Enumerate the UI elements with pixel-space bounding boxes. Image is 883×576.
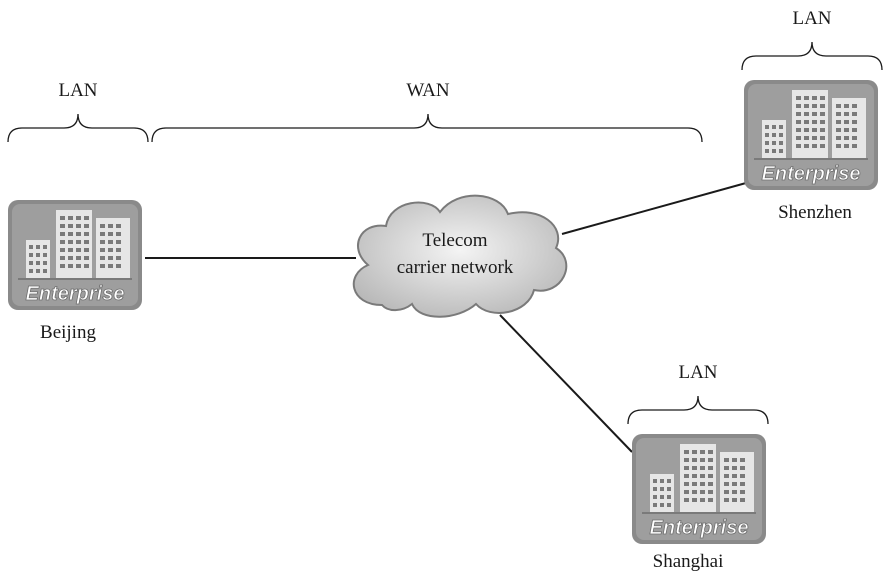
city-label-beijing: Beijing [40, 322, 96, 343]
site-beijing: Enterprise [8, 200, 142, 310]
lan-label-shanghai: LAN [678, 362, 717, 383]
wan-brace [151, 113, 703, 143]
link-cloud-shanghai [499, 314, 633, 453]
city-label-shanghai: Shanghai [653, 551, 724, 572]
enterprise-badge: Enterprise [650, 517, 749, 539]
telecom-cloud: Telecom carrier network [352, 194, 568, 318]
lan-brace-beijing [7, 113, 149, 143]
enterprise-badge: Enterprise [26, 283, 125, 305]
link-cloud-shenzhen [561, 182, 747, 235]
enterprise-badge: Enterprise [762, 163, 861, 185]
city-label-shenzhen: Shenzhen [778, 202, 852, 223]
lan-label-beijing: LAN [58, 80, 97, 101]
cloud-label-line2: carrier network [397, 257, 514, 278]
cloud-label-line1: Telecom [422, 230, 487, 251]
wan-label: WAN [406, 80, 450, 101]
lan-brace-shenzhen [741, 41, 883, 71]
lan-label-shenzhen: LAN [792, 8, 831, 29]
lan-brace-shanghai [627, 395, 769, 425]
site-shanghai: Enterprise [632, 434, 766, 544]
site-shenzhen: Enterprise [744, 80, 878, 190]
